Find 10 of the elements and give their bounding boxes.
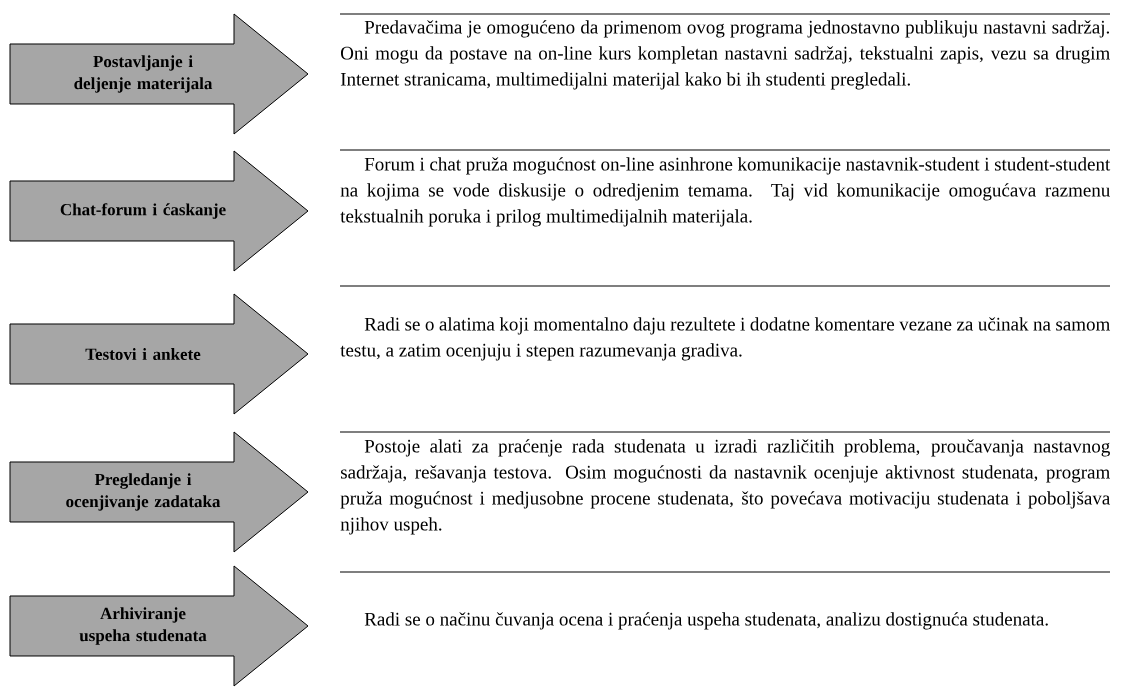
description-text: Radi se o načinu čuvanja ocena i praćenja uspeha studenata, analizu dostignuća studenata. (364, 612, 1048, 630)
arrow-box: Testovi i ankete (9, 293, 309, 415)
arrow-box: Postavljanje i deljenje materijala (9, 13, 309, 135)
description-text: Forum i chat pruža mogućnost on-line asinhrone komunikacije nastavnik-student i student-student na kojima se vode diskusije o odredjenim temama. Taj vid komunikacije omogućava razmenu tekstualnih poruka i prilog multimedijalnih materijala. (340, 157, 1111, 227)
arrow-box: Arhiviranje uspeha studenata (9, 565, 309, 687)
description-text: Postoje alati za praćenje rada studenata u izradi različitih problema, proučavanja nastavnog sadržaja, rešavanja testova. Osim mogućnosti da nastavnik ocenjuje aktivnost studenata, program pruža mogućnost i medjusobne procene studenata, što povećava motivaciju studenata i poboljšava njihov uspeh. (340, 439, 1110, 535)
description-text: Predavačima je omogućeno da primenom ovog programa jednostavno publikuju nastavni sadržaj. Oni mogu da postave na on-line kurs kompletan nastavni sadržaj, tekstualni zapis, vezu sa drugim Internet stranicama, multimedijalni materijal kako bi ih studenti pregledali. (340, 20, 1110, 90)
description-text: Radi se o alatima koji momentalno daju rezultete i dodatne komentare vezane za učinak na samom testu, a zatim ocenjuju i stepen razumevanja gradiva. (340, 317, 1110, 361)
arrow-box: Pregledanje i ocenjivanje zadataka (9, 431, 309, 553)
arrow-box: Chat-forum i ćaskanje (9, 150, 309, 272)
